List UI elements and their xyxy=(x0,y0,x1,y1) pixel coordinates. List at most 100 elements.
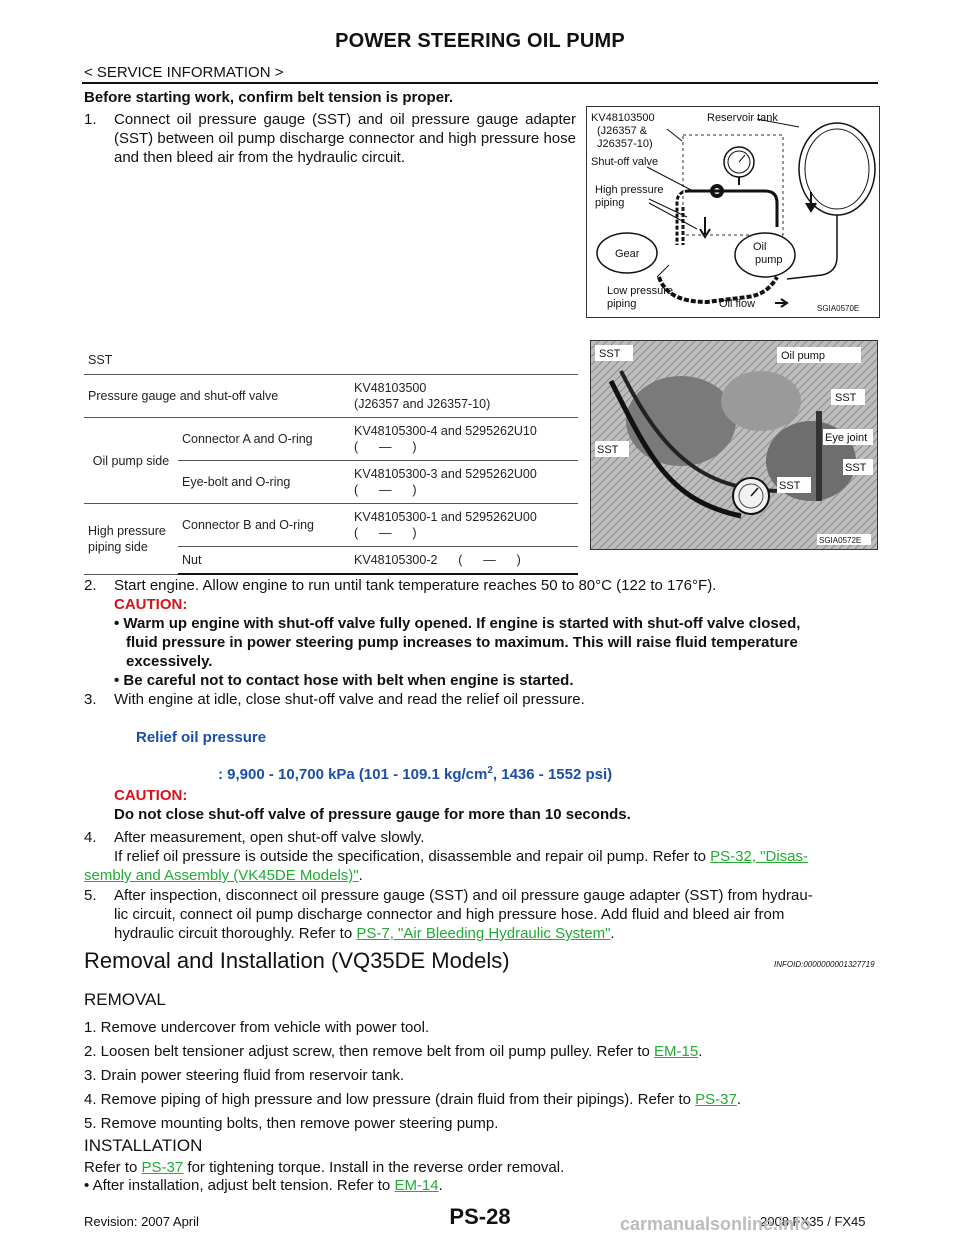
fig1-label-kv3: J26357-10) xyxy=(597,138,653,150)
table-cell: Eye-bolt and O-ring xyxy=(178,460,351,504)
caution-label: CAUTION: xyxy=(114,596,188,613)
fig2-label-sst: SST xyxy=(599,348,621,360)
step-3: 3. With engine at idle, close shut-off v… xyxy=(84,690,884,709)
period: . xyxy=(358,867,363,884)
bullet-icon: • xyxy=(114,615,124,632)
table-cell: KV48105300-2 ( — ) xyxy=(350,546,578,575)
section-heading: Removal and Installation (VQ35DE Models) xyxy=(84,948,510,973)
step-2: 2. Start engine. Allow engine to run unt… xyxy=(84,576,884,690)
spec-value-text: , 1436 - 1552 psi) xyxy=(492,766,613,783)
installation-bullet: • After installation, adjust belt tensio… xyxy=(84,1176,443,1195)
table-cell: Oil pump side xyxy=(84,417,178,504)
fig2-label-sst: SST xyxy=(597,444,619,456)
step-5-text: hydraulic circuit thoroughly. Refer to xyxy=(114,925,357,942)
installation-text-part: for tightening torque. Install in the re… xyxy=(183,1159,565,1176)
table-cell: High pressure piping side xyxy=(84,503,178,575)
step-5-line: lic circuit, connect oil pump discharge … xyxy=(114,906,785,923)
fig1-label-highp1: High pressure xyxy=(595,184,663,196)
table-row: Nut KV48105300-2 ( — ) xyxy=(84,546,578,575)
section-label: < SERVICE INFORMATION > xyxy=(84,64,284,81)
fig1-label-oil1: Oil xyxy=(753,241,766,253)
fig2-label-oilpump: Oil pump xyxy=(781,350,825,362)
header-divider xyxy=(82,82,878,84)
period: . xyxy=(438,1177,443,1194)
table-cell-line: ( — ) xyxy=(354,440,417,454)
step-4-line: If relief oil pressure is outside the sp… xyxy=(84,847,884,866)
step-1-text: Connect oil pressure gauge (SST) and oil… xyxy=(114,111,576,166)
table-row: Oil pump side Connector A and O-ring KV4… xyxy=(84,417,578,504)
step-5-line: After inspection, disconnect oil pressur… xyxy=(114,887,813,904)
table-row: SST xyxy=(84,346,578,375)
spec-value-text: : 9,900 - 10,700 kPa (101 - 109.1 kg/cm xyxy=(218,766,488,783)
fig1-label-oil2: pump xyxy=(755,254,783,266)
table-cell: KV48105300-1 and 5295262U00 ( — ) xyxy=(350,503,578,547)
step-1: 1. Connect oil pressure gauge (SST) and … xyxy=(84,110,576,167)
installation-text: Refer to PS-37 for tightening torque. In… xyxy=(84,1158,564,1177)
step-4-line: After measurement, open shut-off valve s… xyxy=(114,829,425,846)
table-cell: Pressure gauge and shut-off valve xyxy=(84,374,351,418)
removal-step-2-text: 2. Loosen belt tensioner adjust screw, t… xyxy=(84,1043,655,1060)
spec-superscript: 2 xyxy=(487,765,493,776)
table-cell: KV48105300-3 and 5295262U00 ( — ) xyxy=(350,460,578,504)
removal-step-5: 5. Remove mounting bolts, then remove po… xyxy=(84,1115,499,1132)
figure-sst-installed: SST Oil pump SST SST Eye joint SST SST S… xyxy=(590,340,878,550)
link-ps-32-cont[interactable]: sembly and Assembly (VK45DE Models)" xyxy=(84,867,359,884)
period: . xyxy=(698,1043,703,1060)
step-number: 1. xyxy=(84,111,97,128)
table-cell-line: KV48105300-4 and 5295262U10 xyxy=(354,424,537,438)
fig1-label-kv: KV48103500 xyxy=(591,112,655,124)
bullet-icon: • xyxy=(114,672,124,689)
removal-heading: REMOVAL xyxy=(84,990,166,1009)
table-cell-line: piping side xyxy=(88,539,148,554)
removal-step-4-text: 4. Remove piping of high pressure and lo… xyxy=(84,1091,696,1108)
sst-table: SST Pressure gauge and shut-off valve KV… xyxy=(84,346,578,575)
figure-hydraulic-circuit: KV48103500 (J26357 & J26357-10) Reservoi… xyxy=(586,106,880,318)
installation-text-part: Refer to xyxy=(84,1159,142,1176)
link-ps-37[interactable]: PS-37 xyxy=(141,1159,184,1176)
link-em-15[interactable]: EM-15 xyxy=(654,1043,699,1060)
table-cell: Nut xyxy=(178,546,351,575)
fig1-label-oilflow: Oil flow xyxy=(719,298,755,310)
fig1-label-shutoff: Shut-off valve xyxy=(591,156,658,168)
fig1-label-reservoir: Reservoir tank xyxy=(707,112,778,124)
table-cell-line: KV48105300-3 and 5295262U00 xyxy=(354,467,537,481)
table-row: Eye-bolt and O-ring KV48105300-3 and 529… xyxy=(84,460,578,504)
step-4-line: sembly and Assembly (VK45DE Models)". xyxy=(84,866,884,885)
removal-step-1: 1. Remove undercover from vehicle with p… xyxy=(84,1019,430,1036)
link-ps-37[interactable]: PS-37 xyxy=(695,1091,737,1108)
table-cell: KV48103500 (J26357 and J26357-10) xyxy=(350,374,578,418)
step-number: 2. xyxy=(84,577,97,594)
fig2-label-eyejoint: Eye joint xyxy=(825,432,867,444)
table-cell-line: (J26357 and J26357-10) xyxy=(354,397,491,411)
fig2-code: SGIA0572E xyxy=(819,536,861,545)
caution-bullet-1: • Warm up engine with shut-off valve ful… xyxy=(84,614,884,671)
fig1-label-gear: Gear xyxy=(615,248,640,260)
fig1-label-kv2: (J26357 & xyxy=(597,125,648,137)
table-cell-line: ( — ) xyxy=(354,483,417,497)
page-number: PS-28 xyxy=(449,1204,511,1229)
step-2-text: Start engine. Allow engine to run until … xyxy=(114,577,717,594)
watermark: carmanualsonline.info xyxy=(620,1214,812,1234)
link-em-14[interactable]: EM-14 xyxy=(394,1177,439,1194)
caution-label: CAUTION: xyxy=(114,787,188,804)
footer-revision: Revision: 2007 April xyxy=(84,1214,199,1229)
step-4-text: If relief oil pressure is outside the sp… xyxy=(114,848,711,865)
fig1-label-highp2: piping xyxy=(595,197,624,209)
fig2-label-sst: SST xyxy=(845,462,867,474)
link-ps-7[interactable]: PS-7, "Air Bleeding Hydraulic System" xyxy=(356,925,611,942)
table-cell-line: High pressure xyxy=(88,523,166,538)
caution-text: Do not close shut-off valve of pressure … xyxy=(114,806,631,823)
sst-table-container: SST Pressure gauge and shut-off valve KV… xyxy=(84,346,578,575)
table-cell-line: KV48105300-1 and 5295262U00 xyxy=(354,510,537,524)
table-row: Pressure gauge and shut-off valve KV4810… xyxy=(84,374,578,418)
link-ps-32[interactable]: PS-32, "Disas- xyxy=(710,848,808,865)
removal-step-3: 3. Drain power steering fluid from reser… xyxy=(84,1067,405,1084)
period: . xyxy=(736,1091,742,1108)
info-id: INFOID:0000000001327719 xyxy=(774,960,875,969)
removal-step-4: 4. Remove piping of high pressure and lo… xyxy=(84,1090,741,1109)
step-number: 4. xyxy=(84,829,97,846)
fig2-label-sst: SST xyxy=(835,392,857,404)
step-number: 3. xyxy=(84,691,97,708)
table-cell-line: KV48103500 xyxy=(354,381,427,395)
table-cell-line: ( — ) xyxy=(354,526,417,540)
